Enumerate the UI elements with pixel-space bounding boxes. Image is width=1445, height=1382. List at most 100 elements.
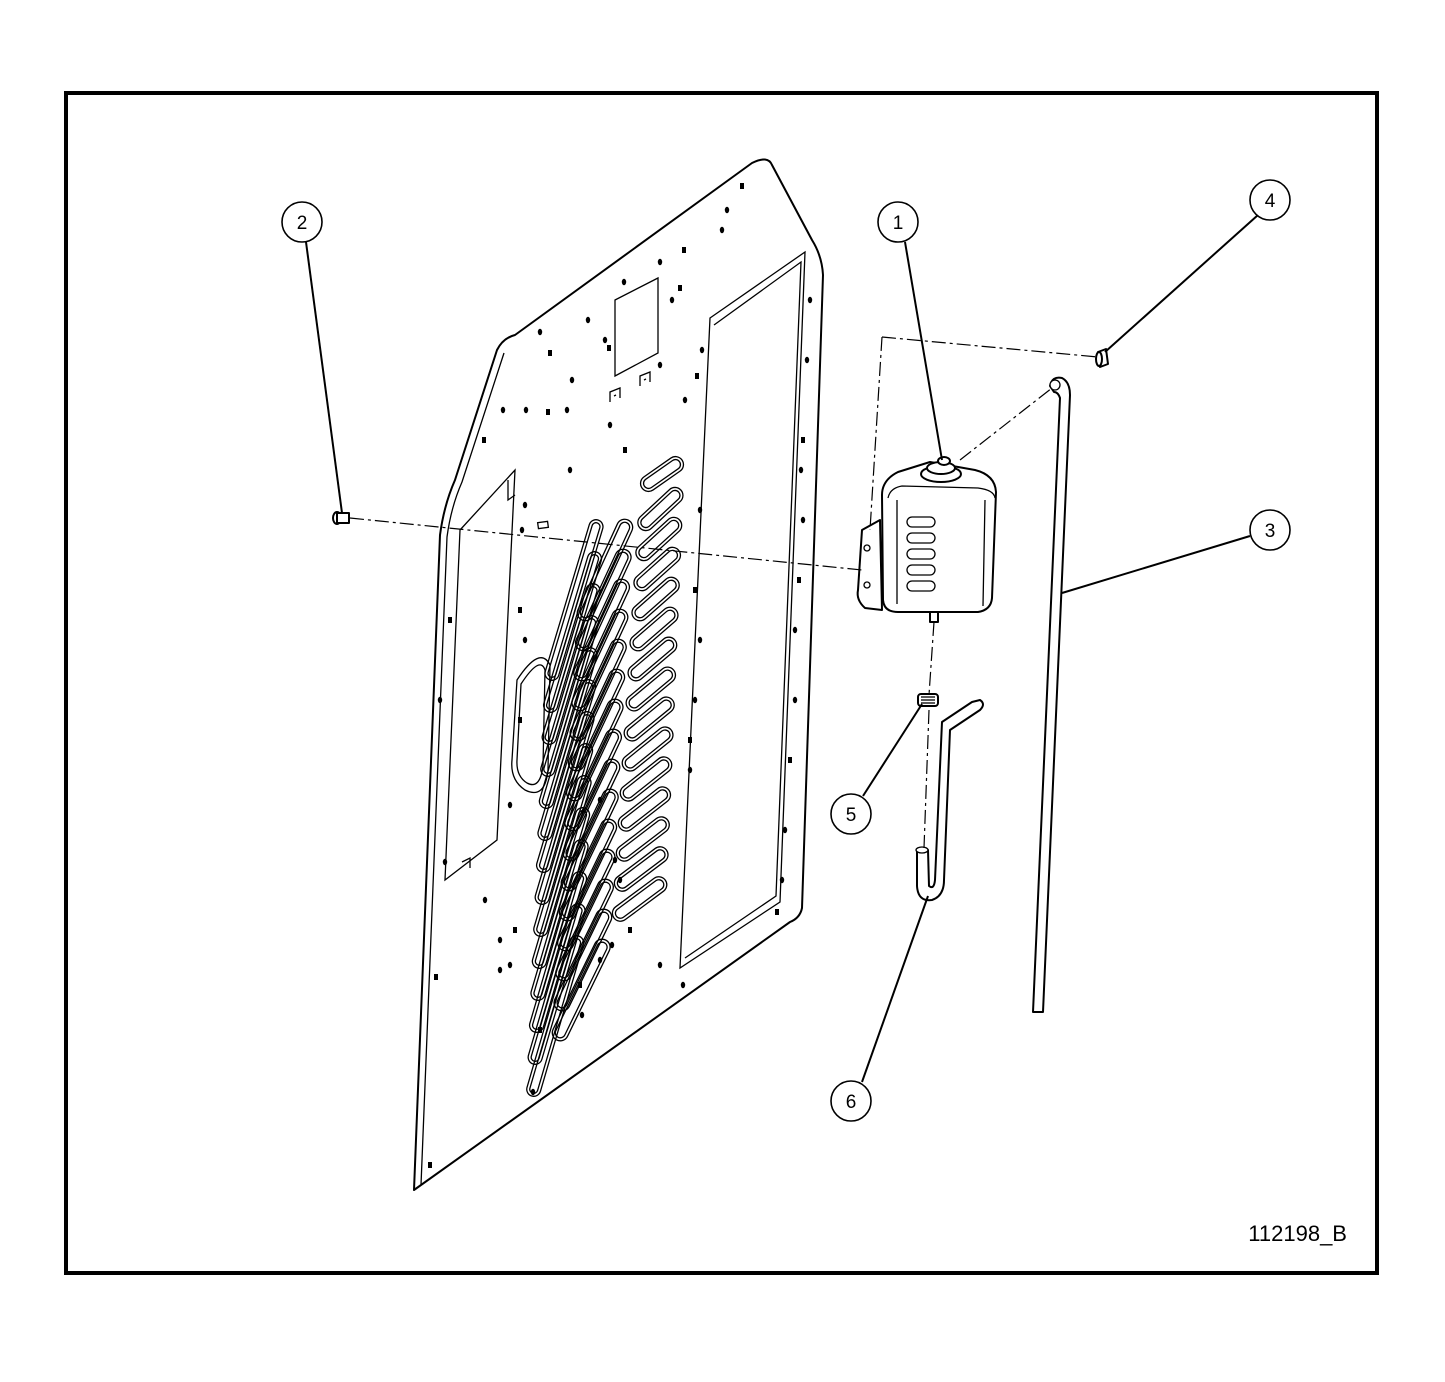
panel-hole <box>688 737 692 743</box>
callout-5: 5 <box>830 793 872 835</box>
louver-slot <box>533 775 592 937</box>
grommet <box>917 693 939 707</box>
louver-slot <box>526 935 585 1097</box>
panel-hole <box>538 1027 542 1033</box>
louver-slot <box>629 606 679 652</box>
louver-slot <box>531 807 591 969</box>
panel-hole <box>800 516 806 524</box>
louver-slot <box>620 789 669 829</box>
panel-hole <box>607 421 613 429</box>
panel-hole <box>518 607 522 613</box>
callout-3: 3 <box>1249 509 1291 551</box>
panel-hole <box>623 447 627 453</box>
alignment-lines <box>349 336 1099 849</box>
panel-hole <box>564 406 570 414</box>
louver-slot <box>563 791 616 889</box>
louver-slot <box>560 788 619 892</box>
panel-hole <box>657 361 663 369</box>
louver-slot <box>570 671 623 769</box>
panel-hole <box>522 636 528 644</box>
panel-hole <box>548 350 552 356</box>
louver-slot <box>613 846 669 892</box>
louver-slot <box>638 519 680 559</box>
panel-hole <box>657 258 663 266</box>
leader-lines <box>305 214 1259 1083</box>
louver-slot <box>579 521 631 619</box>
panel-hole <box>442 858 448 866</box>
louver-slot <box>572 641 624 739</box>
panel-hole <box>687 766 693 774</box>
panel-hole <box>518 717 522 723</box>
panel-hole <box>807 296 813 304</box>
panel-hole <box>497 966 503 974</box>
louver-slot <box>614 879 665 919</box>
louver-slot <box>626 699 672 739</box>
louver-slot <box>530 839 589 1001</box>
callout-1: 1 <box>877 201 919 243</box>
callout-2-label: 2 <box>297 213 308 234</box>
panel-hole <box>680 981 686 989</box>
panel-hole <box>569 376 575 384</box>
panel-hole <box>678 285 682 291</box>
louver-slot <box>561 821 615 919</box>
louver-slot <box>542 551 603 713</box>
panel-hole <box>699 346 705 354</box>
louver-slot <box>538 647 598 809</box>
panel-hole <box>482 437 486 443</box>
louver-slot <box>541 583 601 745</box>
louver-slot <box>576 518 634 622</box>
panel-hole <box>567 466 573 474</box>
panel-hole <box>682 247 686 253</box>
panel-hole <box>779 876 785 884</box>
panel-hole <box>546 409 550 415</box>
louver-slot <box>540 615 600 777</box>
louver-slot <box>553 908 613 1012</box>
nut <box>1095 348 1109 368</box>
panel-hole <box>578 982 582 988</box>
reservoir-slots <box>906 516 936 592</box>
fastener <box>332 511 350 525</box>
panel-hole <box>597 796 603 804</box>
callout-4: 4 <box>1249 179 1291 221</box>
panel-hole <box>788 757 792 763</box>
callout-1-label: 1 <box>893 213 904 234</box>
panel-hole <box>693 587 697 593</box>
louver-slot <box>634 579 677 619</box>
louver-slot <box>637 486 684 532</box>
panel-hole <box>602 336 608 344</box>
louver-slot <box>623 696 675 742</box>
panel-hole <box>609 941 615 949</box>
louver-slot <box>630 639 675 679</box>
panel-hole <box>628 927 632 933</box>
panel-hole <box>448 617 452 623</box>
panel-hole <box>500 406 506 414</box>
panel-hole <box>437 696 443 704</box>
panel-hole <box>682 396 688 404</box>
louver-slot <box>627 636 678 682</box>
panel-hole <box>513 927 517 933</box>
louver-slot <box>569 638 627 742</box>
panel-hole <box>697 506 703 514</box>
callout-6: 6 <box>830 1080 872 1122</box>
panel-hole <box>792 696 798 704</box>
panel-hole <box>507 961 513 969</box>
louver-slot <box>544 519 604 681</box>
panel-hole <box>617 876 623 884</box>
reservoir <box>856 456 997 623</box>
louver-slot <box>624 729 671 769</box>
panel-hole <box>523 406 529 414</box>
panel-hole <box>537 328 543 336</box>
panel-hole <box>801 437 805 443</box>
louver-slot <box>632 609 676 649</box>
panel-hole <box>792 626 798 634</box>
bent-hose <box>915 699 984 902</box>
louver-slot <box>639 455 685 493</box>
panel-hole <box>607 345 611 351</box>
louver-slot <box>636 549 679 589</box>
panel-hole <box>695 373 699 379</box>
louver-slot <box>615 816 670 862</box>
louver-slot <box>631 576 680 622</box>
louver-slot <box>616 849 666 889</box>
callout-3-label: 3 <box>1265 521 1276 542</box>
